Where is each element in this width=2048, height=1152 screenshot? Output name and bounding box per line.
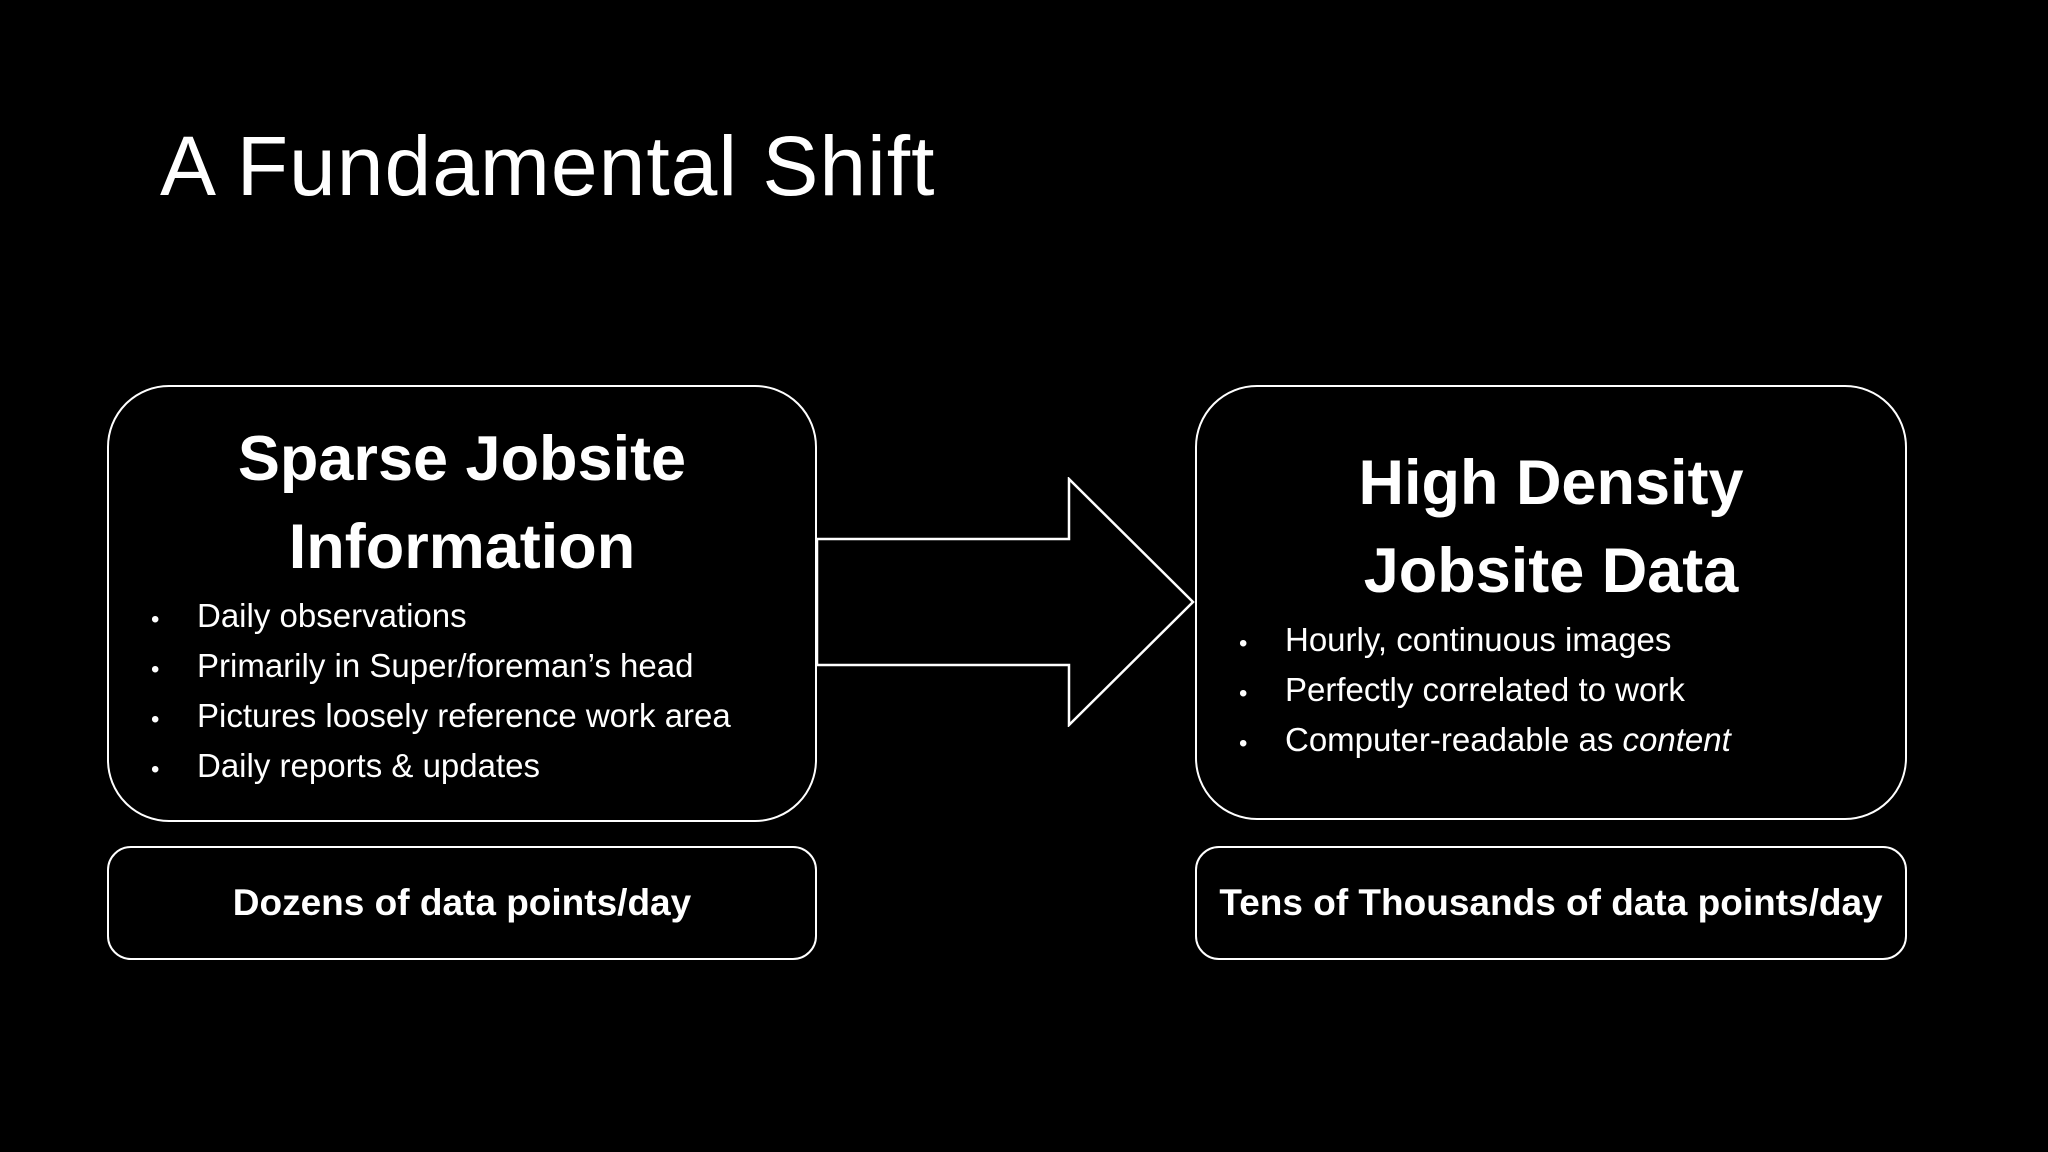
bullet-icon: • (1239, 729, 1248, 757)
left-box-heading-line1: Sparse Jobsite (237, 423, 687, 494)
page-title: A Fundamental Shift (160, 119, 936, 213)
list-item: • Hourly, continuous images (1227, 617, 1885, 667)
list-item: • Daily reports & updates (139, 743, 795, 793)
right-box-heading-line1: High Density (1358, 447, 1744, 518)
left-box-heading-line2: Information (288, 511, 636, 582)
bullet-icon: • (151, 605, 160, 633)
bullet-icon: • (151, 655, 160, 683)
left-footer-label: Dozens of data points/day (232, 882, 692, 923)
right-footer-label: Tens of Thousands of data points/day (1219, 882, 1883, 923)
left-box-heading: Sparse Jobsite Information (109, 415, 815, 591)
bullet-icon: • (1239, 679, 1248, 707)
bullet-text: Perfectly correlated to work (1285, 670, 1685, 708)
bullet-text: Pictures loosely reference work area (197, 696, 731, 734)
right-arrow-icon (815, 475, 1195, 729)
high-density-box: High Density Jobsite Data • Hourly, cont… (1195, 385, 1907, 820)
bullet-icon: • (1239, 629, 1248, 657)
list-item: • Perfectly correlated to work (1227, 667, 1885, 717)
bullet-text-plain: Computer-readable as (1285, 720, 1623, 758)
right-box-heading-line2: Jobsite Data (1363, 535, 1739, 606)
bullet-text: Daily reports & updates (197, 746, 541, 784)
left-footer-box: Dozens of data points/day (107, 846, 817, 960)
list-item: • Computer-readable as content (1227, 717, 1885, 767)
sparse-jobsite-box: Sparse Jobsite Information • Daily obser… (107, 385, 817, 822)
right-box-heading: High Density Jobsite Data (1197, 439, 1905, 615)
bullet-text: Hourly, continuous images (1285, 620, 1672, 658)
list-item: • Primarily in Super/foreman’s head (139, 643, 795, 693)
left-box-bullet-list: • Daily observations • Primarily in Supe… (109, 593, 815, 793)
bullet-text: Computer-readable as content (1285, 717, 1885, 763)
right-footer-box: Tens of Thousands of data points/day (1195, 846, 1907, 960)
list-item: • Daily observations (139, 593, 795, 643)
bullet-icon: • (151, 705, 160, 733)
bullet-icon: • (151, 755, 160, 783)
right-box-bullet-list: • Hourly, continuous images • Perfectly … (1197, 617, 1905, 767)
bullet-text: Daily observations (197, 596, 467, 634)
bullet-text-italic: content (1622, 720, 1731, 758)
bullet-text: Primarily in Super/foreman’s head (197, 646, 694, 684)
list-item: • Pictures loosely reference work area (139, 693, 795, 743)
